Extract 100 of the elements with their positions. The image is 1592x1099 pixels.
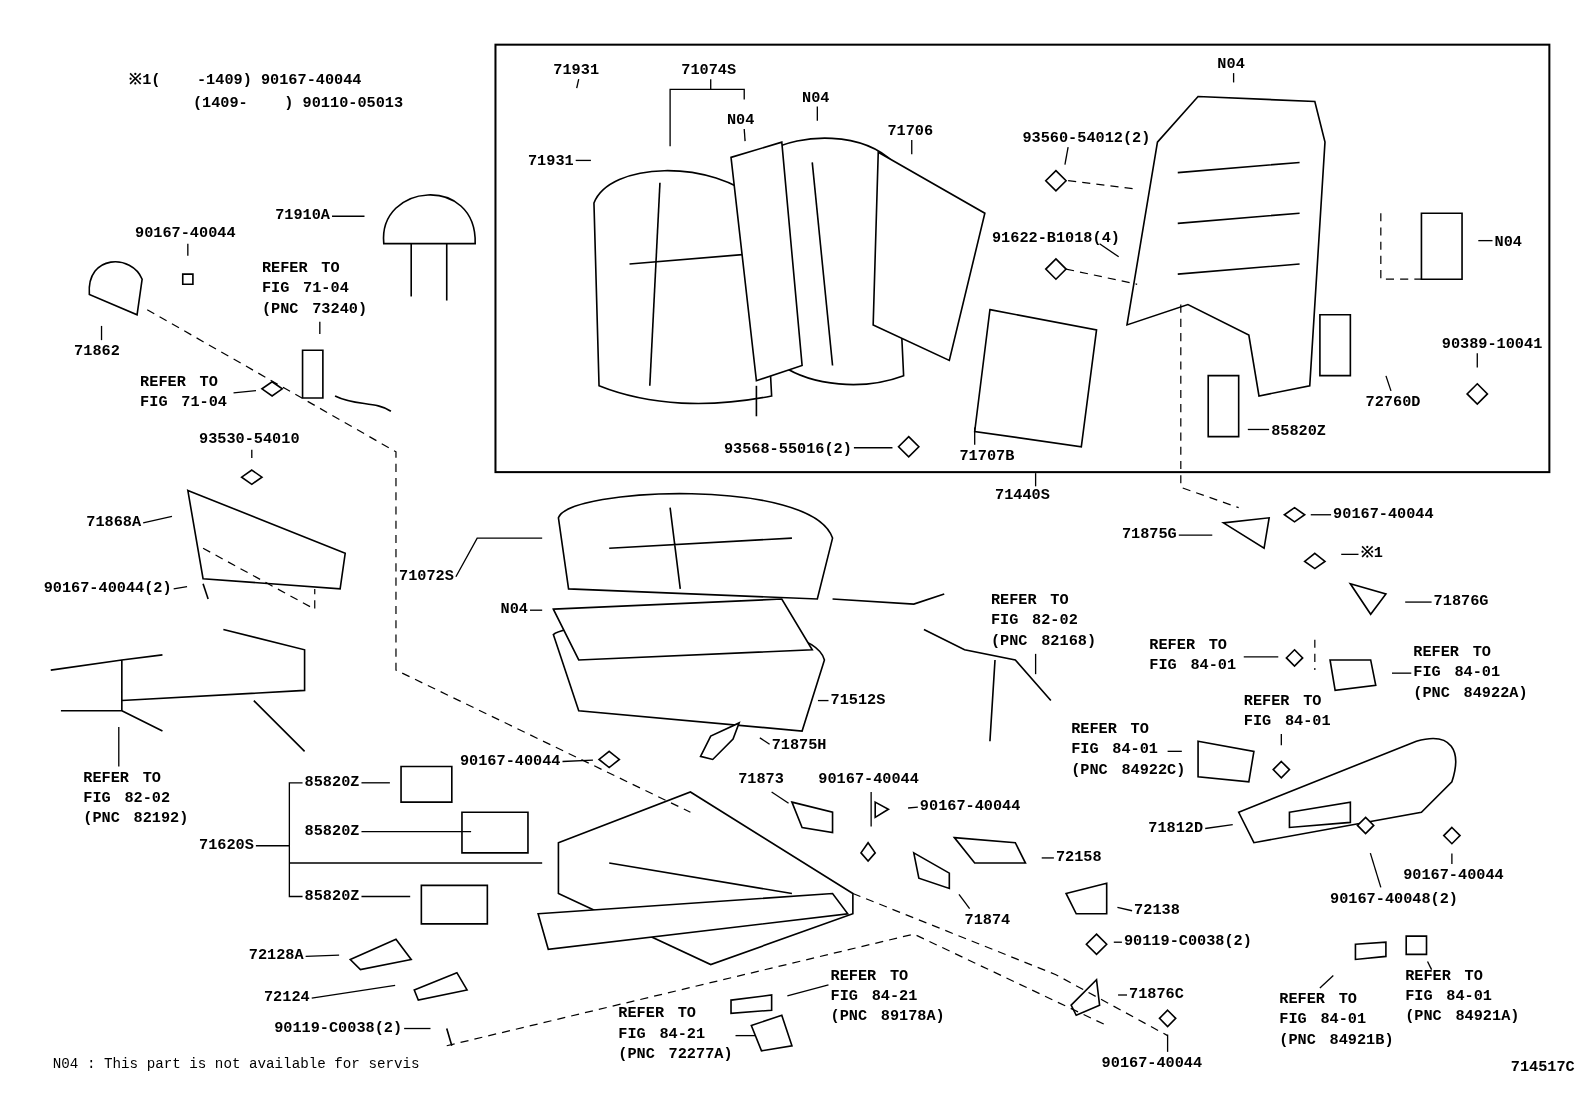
leader-line <box>1232 72 1235 84</box>
leader-line <box>1113 941 1123 943</box>
leader-line <box>403 1027 432 1030</box>
part-number: 90119-C0038(2) <box>1123 932 1252 953</box>
part-number: 71875G <box>1121 524 1177 546</box>
leader-line <box>1166 1033 1169 1053</box>
leader-line <box>187 243 189 257</box>
leader-line <box>304 954 340 958</box>
leader-line <box>331 215 366 217</box>
part-number: 90167-40044 <box>1333 504 1434 525</box>
part-number: 90167-40048(2) <box>1330 889 1458 910</box>
part-number: 71706 <box>887 121 934 143</box>
leader-line <box>529 609 543 611</box>
leader-line <box>1247 428 1270 431</box>
leader-line <box>1034 472 1037 487</box>
leader-line <box>907 806 919 809</box>
leader-line <box>255 782 543 898</box>
part-number: 90167-40044 <box>459 751 561 772</box>
drawing-number: 714517C <box>1510 1057 1575 1079</box>
part-number: 71931 <box>527 152 574 173</box>
part-number: 72138 <box>1134 900 1180 921</box>
leader-line <box>575 159 592 162</box>
part-number: 71875H <box>771 736 827 757</box>
reference-note: REFER TO FIG 84-01 (PNC 84921B) <box>1279 989 1395 1051</box>
leader-line <box>455 537 543 578</box>
part-number: 85820Z <box>304 772 360 793</box>
reference-note: REFER TO FIG 84-01 <box>1149 635 1265 677</box>
leader-line <box>816 105 818 122</box>
part-number: N04 <box>1217 54 1245 76</box>
leader-line <box>1369 852 1382 889</box>
part-number: N04 <box>726 110 755 131</box>
leader-line <box>1319 974 1334 989</box>
part-number: 71868A <box>86 512 142 534</box>
reference-note: REFER TO FIG 84-01 (PNC 84921A) <box>1405 966 1521 1028</box>
reference-note: REFER TO FIG 71-04 <box>140 372 256 414</box>
part-number: 90167-40044 <box>919 797 1021 818</box>
footnote-reference: (1409- ) 90110-05013 <box>192 93 404 114</box>
leader-line <box>786 984 830 997</box>
leader-line <box>853 447 894 449</box>
leader-line <box>1041 857 1055 859</box>
part-number: 71876C <box>1129 984 1184 1006</box>
part-number: N04 <box>802 88 830 109</box>
leader-line <box>1340 553 1360 555</box>
leader-line <box>1280 733 1282 746</box>
leader-line <box>1034 653 1037 675</box>
part-number: 90167-40044 <box>1403 866 1504 887</box>
part-number: 72760D <box>1365 392 1421 414</box>
part-number: 93560-54012(2) <box>1022 128 1151 150</box>
part-number: N04 <box>500 600 528 621</box>
part-number: 71874 <box>964 910 1011 932</box>
part-number: 90167-40044 <box>135 223 236 244</box>
leader-line <box>1117 994 1128 996</box>
leader-line <box>870 791 872 828</box>
leader-line <box>173 585 188 590</box>
reference-note: REFER TO FIG 84-01 (PNC 84922C) <box>1071 719 1187 781</box>
leader-line <box>1243 656 1279 658</box>
reference-note: REFER TO FIG 82-02 (PNC 82168) <box>990 590 1107 652</box>
leader-line <box>1204 824 1234 830</box>
leader-line <box>118 726 120 768</box>
part-number: 91622-B1018(4) <box>991 228 1120 249</box>
part-number: 71812D <box>1148 818 1204 839</box>
reference-note: REFER TO FIG 82-02 (PNC 82192) <box>83 768 199 830</box>
leader-line <box>911 139 913 155</box>
reference-mark: ※1 <box>1360 544 1383 565</box>
assembly-frame-box <box>494 43 1551 474</box>
leader-line <box>974 426 976 446</box>
leader-line <box>958 893 971 910</box>
part-number: 90167-40044 <box>1101 1053 1203 1075</box>
part-number: N04 <box>1494 232 1522 253</box>
leader-line <box>1098 243 1120 258</box>
part-number: 71862 <box>74 342 120 363</box>
leader-line <box>1391 672 1412 674</box>
part-number: 71440S <box>995 485 1050 506</box>
reference-note: REFER TO FIG 84-01 (PNC 84922A) <box>1413 642 1529 704</box>
footnote-reference: ※1( -1409) 90167-40044 <box>128 71 362 92</box>
part-number: 93568-55016(2) <box>723 439 852 460</box>
part-number: 90119-C0038(2) <box>274 1018 403 1039</box>
leader-line <box>743 128 746 142</box>
part-number: 72158 <box>1055 847 1102 869</box>
leader-line <box>817 699 830 702</box>
reference-note: REFER TO FIG 84-21 (PNC 89178A) <box>830 966 946 1028</box>
leader-line <box>771 791 790 804</box>
leader-line <box>319 321 321 335</box>
leader-line <box>360 830 472 833</box>
part-number: 85820Z <box>304 821 360 842</box>
leader-line <box>1116 906 1133 912</box>
leader-line <box>1477 239 1494 242</box>
part-number: 85820Z <box>304 886 360 907</box>
leader-line <box>251 449 253 459</box>
part-number: 90167-40044 <box>818 769 919 790</box>
leader-line <box>759 737 771 745</box>
leader-line <box>311 984 396 999</box>
part-number: 90389-10041 <box>1441 335 1543 356</box>
part-number: 72128A <box>248 946 304 967</box>
part-number: 90167-40044(2) <box>43 578 172 600</box>
part-number: 71873 <box>738 769 784 790</box>
part-number: 72124 <box>264 987 310 1009</box>
reference-note: REFER TO FIG 84-21 (PNC 72277A) <box>618 1004 734 1066</box>
leader-line <box>1451 852 1453 865</box>
part-number: 71512S <box>830 690 886 711</box>
